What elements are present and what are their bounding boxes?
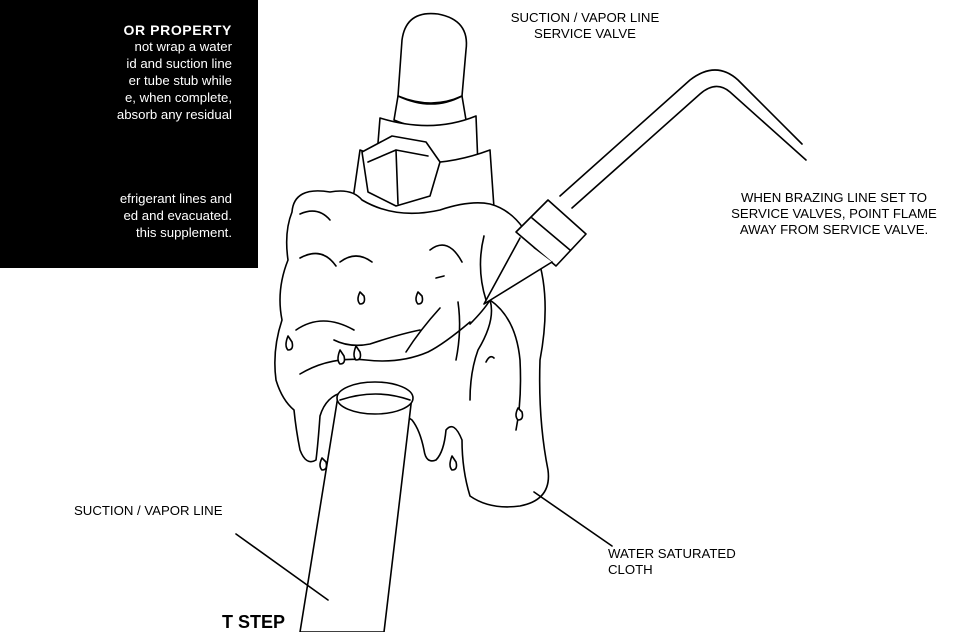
brazing-note-line: WHEN BRAZING LINE SET TO <box>698 190 970 206</box>
cloth-label-line: WATER SATURATED <box>608 546 736 562</box>
service-valve-label: SUCTION / VAPOR LINE SERVICE VALVE <box>480 10 690 42</box>
brazing-note: WHEN BRAZING LINE SET TO SERVICE VALVES,… <box>698 190 970 238</box>
service-valve-label-line: SERVICE VALVE <box>480 26 690 42</box>
cloth-leader <box>534 492 612 546</box>
brazing-note-line: AWAY FROM SERVICE VALVE. <box>698 222 970 238</box>
cloth-label: WATER SATURATED CLOTH <box>608 546 736 578</box>
hex-nut <box>362 136 440 206</box>
water-saturated-cloth <box>275 191 549 507</box>
service-valve-label-line: SUCTION / VAPOR LINE <box>480 10 690 26</box>
brazing-note-line: SERVICE VALVES, POINT FLAME <box>698 206 970 222</box>
valve-cap <box>398 14 466 103</box>
section-heading: T STEP <box>222 612 285 632</box>
water-drop <box>450 456 457 470</box>
cloth-label-line: CLOTH <box>608 562 736 578</box>
vapor-line-label: SUCTION / VAPOR LINE <box>74 503 223 519</box>
water-drop <box>320 458 327 470</box>
